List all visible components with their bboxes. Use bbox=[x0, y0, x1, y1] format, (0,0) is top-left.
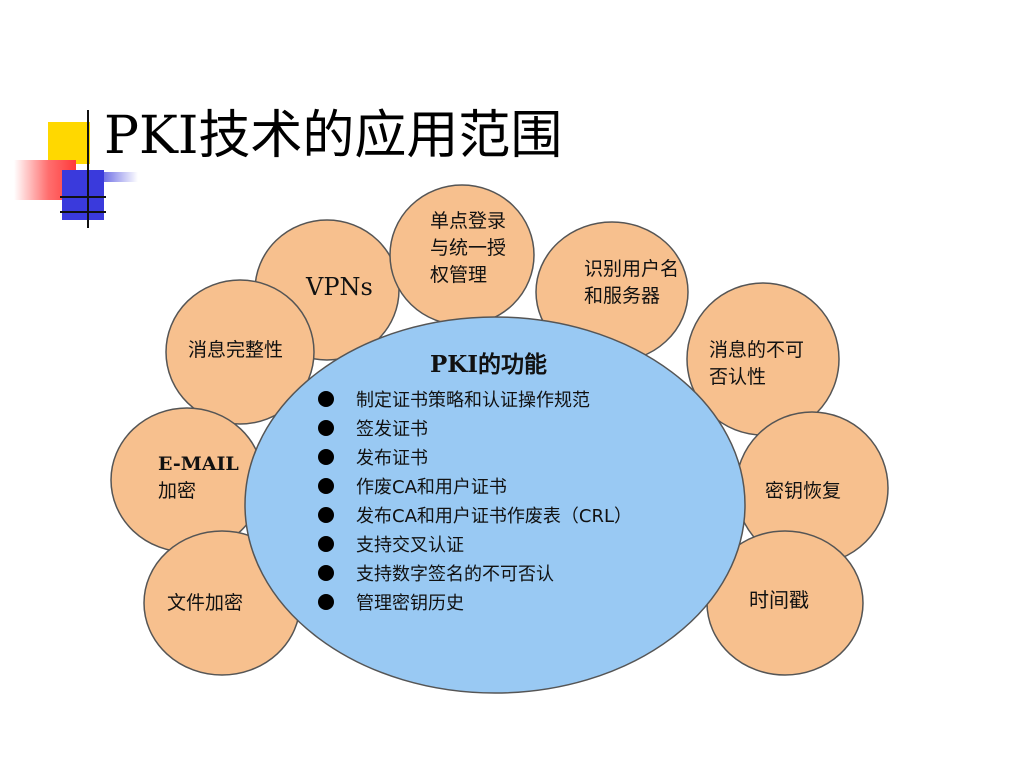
label-email-encryption-line-1: E-MAIL bbox=[158, 453, 239, 475]
label-identify-user-line-2: 和服务器 bbox=[584, 285, 661, 307]
circle-message-integrity bbox=[165, 279, 315, 425]
function-item: 制定证书策略和认证操作规范 bbox=[318, 384, 632, 413]
label-non-repudiation: 消息的不可 否认性 bbox=[709, 337, 804, 391]
function-text: 发布CA和用户证书作废表（CRL） bbox=[356, 505, 632, 527]
function-text: 支持交叉认证 bbox=[356, 534, 464, 556]
label-identify-user: 识别用户名 和服务器 bbox=[584, 256, 679, 310]
label-email-encryption-line-2: 加密 bbox=[158, 480, 197, 502]
function-item: 发布证书 bbox=[318, 442, 632, 471]
center-ellipse bbox=[244, 316, 746, 694]
label-single-sign-on: 单点登录 与统一授 权管理 bbox=[430, 208, 506, 289]
function-item: 作废CA和用户证书 bbox=[318, 471, 632, 500]
function-text: 发布证书 bbox=[356, 447, 428, 469]
bullet-icon bbox=[318, 390, 334, 407]
center-title: PKI的功能 bbox=[430, 351, 548, 378]
deco-yellow-square bbox=[48, 122, 90, 164]
deco-horizontal-line-2 bbox=[60, 211, 106, 213]
bullet-icon bbox=[318, 419, 334, 436]
label-non-repudiation-line-1: 消息的不可 bbox=[709, 339, 805, 361]
function-item: 签发证书 bbox=[318, 413, 632, 442]
label-single-sign-on-line-2: 与统一授 bbox=[430, 237, 507, 259]
label-key-recovery: 密钥恢复 bbox=[765, 480, 842, 502]
bullet-icon bbox=[318, 448, 334, 465]
function-item: 支持交叉认证 bbox=[318, 529, 632, 558]
label-identify-user-line-1: 识别用户名 bbox=[584, 258, 680, 280]
bullet-icon bbox=[318, 564, 334, 581]
deco-blue-fade bbox=[90, 172, 138, 182]
slide-title: PKI技术的应用范围 bbox=[104, 106, 563, 166]
label-vpns: VPNs bbox=[306, 273, 373, 301]
label-single-sign-on-line-3: 权管理 bbox=[430, 264, 488, 286]
function-item: 管理密钥历史 bbox=[318, 587, 632, 616]
deco-vertical-line bbox=[87, 110, 89, 228]
deco-horizontal-line bbox=[60, 196, 106, 198]
label-non-repudiation-line-2: 否认性 bbox=[709, 366, 767, 388]
label-email-encryption: E-MAIL 加密 bbox=[158, 451, 239, 505]
function-text: 支持数字签名的不可否认 bbox=[356, 563, 554, 585]
bullet-icon bbox=[318, 593, 334, 610]
label-message-integrity: 消息完整性 bbox=[188, 339, 284, 361]
label-single-sign-on-line-1: 单点登录 bbox=[430, 210, 507, 232]
function-item: 支持数字签名的不可否认 bbox=[318, 558, 632, 587]
function-text: 作废CA和用户证书 bbox=[356, 476, 507, 498]
bullet-icon bbox=[318, 477, 334, 494]
bullet-icon bbox=[318, 535, 334, 552]
bullet-icon bbox=[318, 506, 334, 523]
function-text: 签发证书 bbox=[356, 418, 428, 440]
function-list: 制定证书策略和认证操作规范签发证书发布证书作废CA和用户证书发布CA和用户证书作… bbox=[318, 384, 632, 616]
function-text: 管理密钥历史 bbox=[356, 592, 464, 614]
function-item: 发布CA和用户证书作废表（CRL） bbox=[318, 500, 632, 529]
label-file-encryption: 文件加密 bbox=[167, 592, 244, 614]
function-text: 制定证书策略和认证操作规范 bbox=[356, 389, 590, 411]
label-timestamp: 时间戳 bbox=[749, 588, 809, 612]
